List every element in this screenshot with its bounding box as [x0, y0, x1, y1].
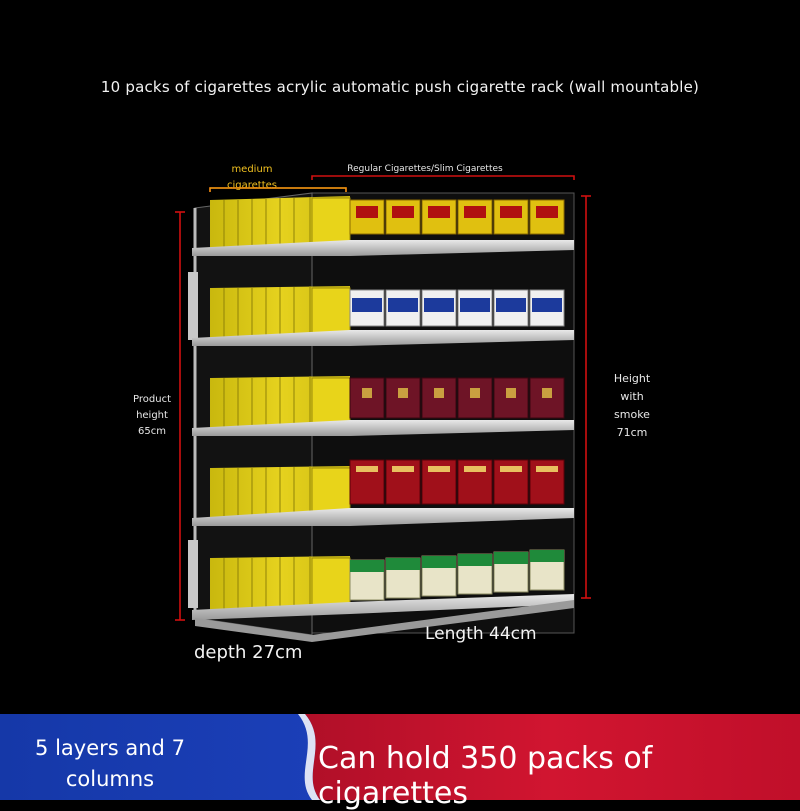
banner-left-line2: columns	[65, 767, 155, 791]
medium-label-line1: medium	[231, 164, 273, 175]
height-with-smoke-label: Height with smoke 71cm	[606, 370, 658, 442]
shelf-row-3	[192, 376, 574, 436]
dimension-lines	[175, 175, 591, 621]
height-label-line3: smoke	[614, 408, 650, 421]
product-label-line2: height	[136, 410, 168, 421]
length-label: Length 44cm	[425, 624, 537, 644]
product-label-line1: Product	[133, 394, 171, 405]
product-height-label: Product height 65cm	[128, 392, 176, 440]
banner-capacity: Can hold 350 packs of cigarettes	[318, 741, 653, 811]
product-label-line3: 65cm	[138, 426, 166, 437]
banner-red-background	[298, 714, 800, 800]
banner-left-line1: 5 layers and 7	[35, 736, 185, 760]
regular-slim-label: Regular Cigarettes/Slim Cigarettes	[347, 164, 503, 174]
depth-label: depth 27cm	[194, 642, 303, 663]
shelf-row-5	[192, 549, 574, 620]
shelf-row-1	[192, 196, 574, 256]
medium-cigarettes-label: medium cigarettes	[222, 162, 282, 194]
medium-dimension-bracket	[209, 187, 347, 192]
shelf-row-2	[192, 286, 574, 346]
wall-bracket-bottom	[188, 540, 198, 608]
height-label-line4: 71cm	[616, 426, 648, 439]
medium-label-line2: cigarettes	[227, 180, 277, 191]
wall-bracket-top	[188, 272, 198, 340]
height-label-line1: Height	[613, 372, 651, 385]
cigarette-rack-illustration	[175, 175, 591, 642]
height-label-line2: with	[620, 390, 644, 403]
page-title: 10 packs of cigarettes acrylic automatic…	[100, 78, 700, 96]
shelf-row-4	[192, 459, 574, 526]
banner-layers-columns: 5 layers and 7 columns	[20, 733, 200, 795]
